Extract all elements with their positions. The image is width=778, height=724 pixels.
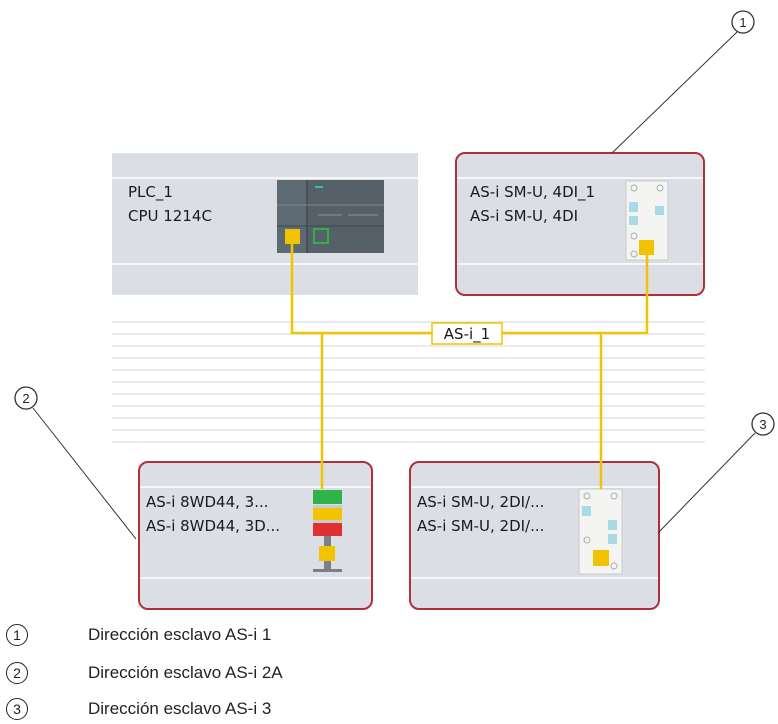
slave3-name: AS-i SM-U, 2DI/... <box>417 493 544 511</box>
callout-2-number: 2 <box>22 391 29 406</box>
legend-number: 2 <box>6 662 28 684</box>
network-name: AS-i_1 <box>444 325 490 344</box>
slave1-type: AS-i SM-U, 4DI <box>470 207 578 225</box>
slave1-name: AS-i SM-U, 4DI_1 <box>470 183 595 202</box>
plc-port-green <box>313 228 329 244</box>
plc-port-yellow <box>285 229 300 244</box>
slave3-device-box[interactable]: AS-i SM-U, 2DI/... AS-i SM-U, 2DI/... <box>409 461 660 610</box>
slave1-device-box[interactable]: AS-i SM-U, 4DI_1 AS-i SM-U, 4DI <box>455 152 705 296</box>
plc-name: PLC_1 <box>128 183 173 202</box>
slave2-signal-tower-icon <box>313 490 342 572</box>
callout-2: 2 <box>14 386 137 540</box>
legend-item-2: 2 Dirección esclavo AS-i 2A <box>6 660 283 686</box>
slave2-name: AS-i 8WD44, 3... <box>146 493 269 511</box>
plc-module-icon <box>277 180 384 253</box>
legend-text: Dirección esclavo AS-i 2A <box>88 663 283 682</box>
plc-type: CPU 1214C <box>128 207 212 225</box>
network-stripes <box>112 321 705 443</box>
legend-number: 3 <box>6 698 28 720</box>
callout-3: 3 <box>657 412 775 534</box>
callout-1-number: 1 <box>739 15 746 30</box>
plc-device-box[interactable]: PLC_1 CPU 1214C <box>112 153 418 295</box>
slave3-type: AS-i SM-U, 2DI/... <box>417 517 544 535</box>
slave1-module-icon <box>625 180 669 261</box>
legend-text: Dirección esclavo AS-i 3 <box>88 699 272 718</box>
legend-item-1: 1 Dirección esclavo AS-i 1 <box>6 622 271 648</box>
slave2-device-box[interactable]: AS-i 8WD44, 3... AS-i 8WD44, 3D... <box>138 461 373 610</box>
callout-1: 1 <box>611 10 755 154</box>
slave2-type: AS-i 8WD44, 3D... <box>146 517 280 535</box>
slave3-module-icon <box>578 488 623 575</box>
network-label[interactable]: AS-i_1 <box>431 322 503 345</box>
legend-number: 1 <box>6 624 28 646</box>
legend-text: Dirección esclavo AS-i 1 <box>88 625 272 644</box>
legend-item-3: 3 Dirección esclavo AS-i 3 <box>6 696 271 722</box>
callout-3-number: 3 <box>759 417 766 432</box>
